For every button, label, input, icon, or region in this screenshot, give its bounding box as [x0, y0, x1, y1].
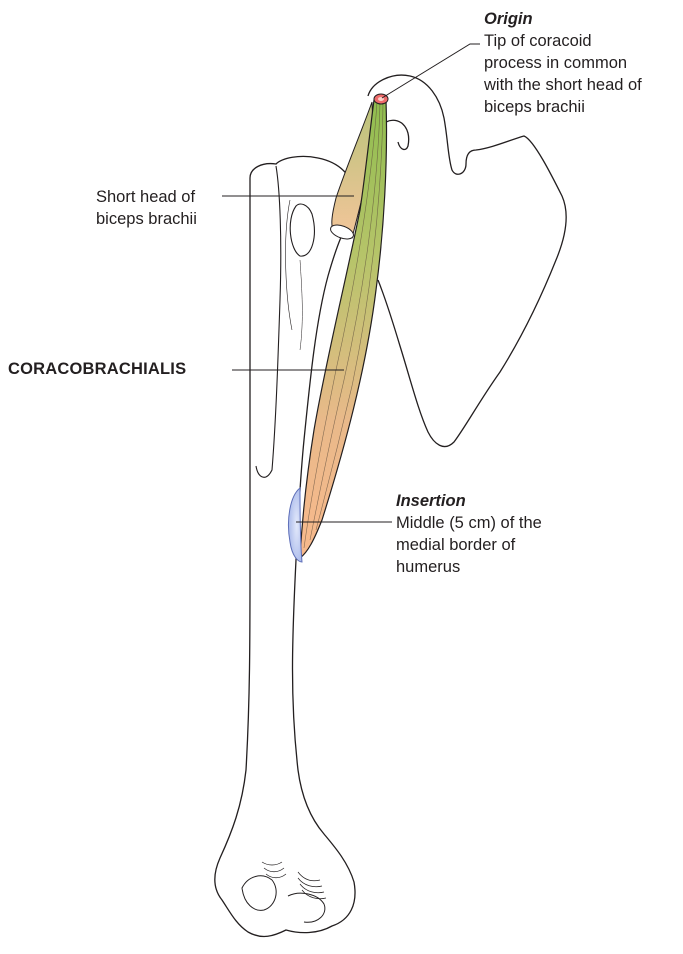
- coracoid-notch: [386, 120, 409, 149]
- humerus-outline: [215, 156, 356, 936]
- scapula-outline: [368, 75, 566, 446]
- insertion-description: Middle (5 cm) of the medial border of hu…: [396, 512, 542, 578]
- short-head-label: Short head of biceps brachii: [96, 186, 197, 230]
- insertion-title: Insertion: [396, 490, 542, 512]
- origin-label: Origin Tip of coracoid process in common…: [484, 8, 642, 118]
- origin-title: Origin: [484, 8, 642, 30]
- insertion-label: Insertion Middle (5 cm) of the medial bo…: [396, 490, 542, 578]
- coracobrachialis-label: CORACOBRACHIALIS: [8, 358, 186, 380]
- origin-description: Tip of coracoid process in common with t…: [484, 30, 642, 118]
